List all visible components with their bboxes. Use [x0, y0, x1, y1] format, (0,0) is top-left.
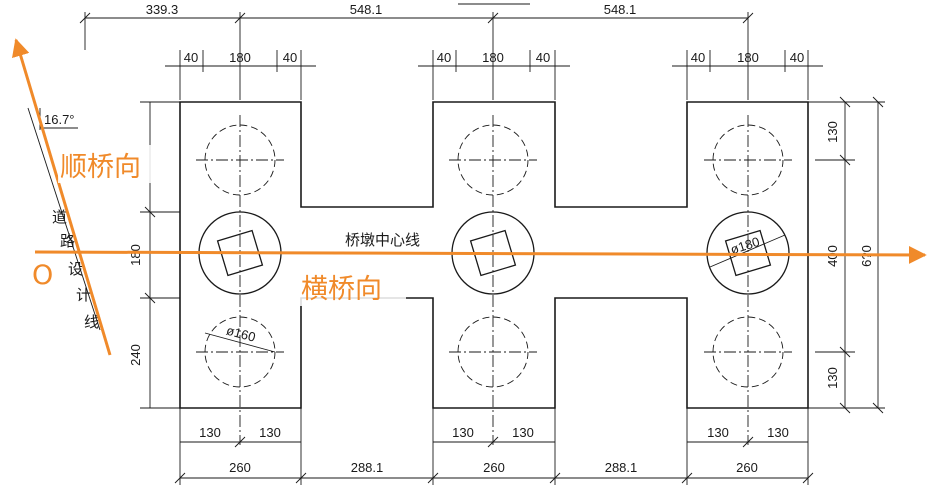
- pile-mid-top: [457, 124, 529, 196]
- dim-b-260-2: 260: [483, 460, 505, 475]
- dim-b-288-2: 288.1: [605, 460, 638, 475]
- dim-left-180: 180: [128, 244, 143, 266]
- svg-text:道: 道: [52, 208, 67, 226]
- along-bridge-label: 顺桥向: [60, 152, 141, 183]
- svg-text:设: 设: [68, 260, 83, 278]
- pile-mid-bottom: [457, 316, 529, 388]
- dim-cr-180: 180: [737, 50, 759, 65]
- transverse-label-bg: [298, 268, 406, 306]
- column-mid-square: [469, 229, 517, 277]
- angle-label: 16.7°: [44, 112, 75, 127]
- road-line-label: 道 路 设 计 线: [52, 208, 99, 331]
- dim-cm-40a: 40: [437, 50, 451, 65]
- dim-cr-40b: 40: [790, 50, 804, 65]
- pile-right-top: [712, 124, 784, 196]
- transverse-label: 横桥向: [301, 274, 382, 305]
- dim-top-548b: 548.1: [604, 2, 637, 17]
- top-dim: [79, 3, 754, 100]
- svg-text:计: 计: [76, 286, 91, 304]
- dim-b-130-6: 130: [767, 425, 789, 440]
- dim-cl-180: 180: [229, 50, 251, 65]
- pile-left-top: [204, 124, 276, 196]
- dim-b-288-1: 288.1: [351, 460, 384, 475]
- col-width-dims: [165, 50, 823, 100]
- dim-cl-40a: 40: [184, 50, 198, 65]
- column-centerlines: [239, 115, 749, 445]
- dim-cm-40b: 40: [536, 50, 550, 65]
- dim-b-130-2: 130: [259, 425, 281, 440]
- dim-b-130-3: 130: [452, 425, 474, 440]
- dim-b-130-5: 130: [707, 425, 729, 440]
- svg-text:线: 线: [84, 313, 99, 331]
- dim-cr-40a: 40: [691, 50, 705, 65]
- pier-centerline-label: 桥墩中心线: [345, 231, 420, 249]
- along-bridge-axis: [12, 38, 112, 356]
- dim-cm-180: 180: [482, 50, 504, 65]
- left-ext-lines: [140, 101, 180, 409]
- dim-b-260-1: 260: [229, 460, 251, 475]
- dia-label-small: ø160: [225, 323, 258, 345]
- dim-top-548a: 548.1: [350, 2, 383, 17]
- svg-text:路: 路: [60, 232, 75, 250]
- along-bridge-label-bg: [58, 145, 162, 183]
- pile-crosshairs: [196, 159, 792, 353]
- bottom-dims: [174, 408, 814, 485]
- dim-top-339: 339.3: [146, 2, 179, 17]
- dim-b-130-4: 130: [512, 425, 534, 440]
- origin-label: O: [32, 260, 53, 291]
- column-left-square: [216, 229, 264, 277]
- dim-b-260-3: 260: [736, 460, 758, 475]
- piles: [204, 124, 784, 388]
- dim-right-130a: 130: [825, 121, 840, 143]
- dim-right-130b: 130: [825, 367, 840, 389]
- dim-cl-40b: 40: [283, 50, 297, 65]
- dim-b-130-1: 130: [199, 425, 221, 440]
- dia-leader-small: [204, 332, 276, 353]
- transverse-axis: [34, 245, 927, 264]
- dim-left-240: 240: [128, 344, 143, 366]
- pile-right-bottom: [712, 316, 784, 388]
- dia-leader-large: [709, 234, 786, 268]
